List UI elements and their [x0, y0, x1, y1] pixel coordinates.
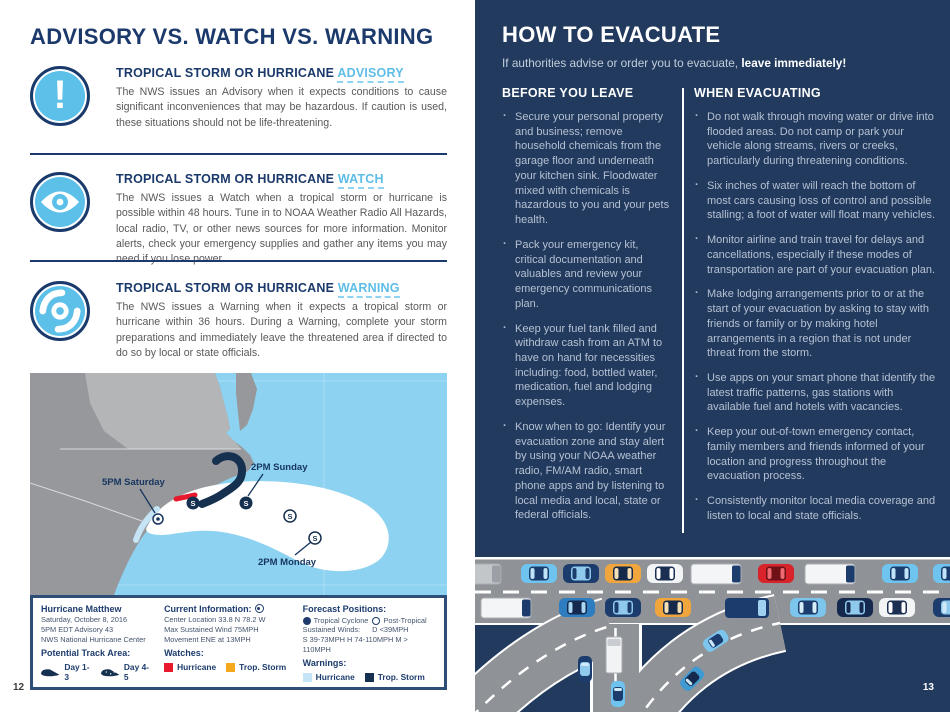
warning-trop-storm-swatch [364, 672, 374, 682]
list-item: Consistently monitor local media coverag… [694, 493, 937, 523]
list-item: Secure your personal property and busine… [502, 109, 670, 228]
section-body: The NWS issues a Warning when it expects… [116, 301, 447, 360]
column-divider [682, 88, 684, 533]
svg-text:S: S [243, 499, 248, 508]
small-truck [605, 636, 623, 674]
virginia-region [85, 373, 241, 449]
hurricane-icon [30, 281, 90, 341]
section-body: The NWS issues an Advisory when it expec… [116, 86, 447, 129]
label-5pm-saturday: 5PM Saturday [102, 477, 166, 488]
current-position-marker [152, 513, 164, 525]
page-how-to-evacuate: HOW TO EVACUATE If authorities advise or… [475, 0, 950, 712]
watch-trop-storm-swatch [226, 662, 236, 672]
page-number-13: 13 [922, 682, 934, 693]
list-item: Make lodging arrangements prior to or at… [694, 286, 937, 361]
map-time-labels: 5PM Saturday 2PM Sunday 2PM Monday [102, 462, 317, 568]
list-item: Keep your out-of-town emergency contact,… [694, 424, 937, 484]
watch-hurricane-swatch [164, 662, 174, 672]
label-leader-lines [139, 473, 312, 556]
watch-term-link: WATCH [337, 172, 384, 189]
section-watch: TROPICAL STORM OR HURRICANE WATCH The NW… [30, 172, 447, 268]
svg-text:S: S [287, 512, 292, 521]
warnings-label: Warnings: [302, 658, 347, 669]
list-item: Six inches of water will reach the botto… [694, 178, 937, 223]
list-item: Use apps on your smart phone that identi… [694, 370, 937, 415]
forecast-map: S S S S 5PM Saturday 2PM Sunday 2PM Mond… [30, 373, 447, 595]
svg-text:S: S [312, 534, 317, 543]
page-title: ADVISORY VS. WATCH VS. WARNING [30, 24, 434, 49]
section-divider [30, 153, 447, 155]
column-header: WHEN EVACUATING [694, 86, 821, 100]
intro-text: If authorities advise or order you to ev… [502, 56, 847, 70]
forecast-position-markers: S S S S [186, 496, 322, 545]
section-heading: TROPICAL STORM OR HURRICANE WATCH [116, 172, 447, 189]
exclamation-icon: ! [30, 66, 90, 126]
warning-term-link: WARNING [337, 281, 400, 298]
list-item: Keep your fuel tank filled and withdraw … [502, 321, 670, 410]
advisory-term-link: ADVISORY [337, 66, 404, 83]
section-body: The NWS issues a Watch when a tropical s… [116, 192, 447, 265]
track-day45-icon [100, 669, 119, 677]
traffic-lane-bottom [480, 597, 950, 619]
page-number-12: 12 [13, 682, 25, 693]
label-2pm-sunday: 2PM Sunday [251, 462, 308, 473]
column-header: BEFORE YOU LEAVE [502, 86, 634, 100]
eye-icon [30, 172, 90, 232]
evacuation-traffic-illustration [475, 557, 950, 712]
tropical-cyclone-icon [302, 616, 311, 625]
section-divider [30, 260, 447, 262]
label-2pm-monday: 2PM Monday [258, 557, 317, 568]
intro-emphasis: leave immediately! [741, 56, 847, 70]
section-warning: TROPICAL STORM OR HURRICANE WARNING The … [30, 281, 447, 361]
list-item: Pack your emergency kit, critical docume… [502, 237, 670, 312]
list-item: Know when to go: Identify your evacuatio… [502, 419, 670, 523]
column-before-you-leave: BEFORE YOU LEAVE Secure your personal pr… [502, 86, 670, 533]
state-borders [30, 448, 241, 522]
list-item: Do not walk through moving water or driv… [694, 109, 937, 169]
hurricane-track-map: S S S S 5PM Saturday 2PM Sunday 2PM Mond… [30, 373, 447, 691]
watches-label: Watches: [164, 648, 204, 659]
current-info-label: Current Information: [164, 604, 252, 614]
list-item: Monitor airline and train travel for del… [694, 232, 937, 277]
before-you-leave-list: Secure your personal property and busine… [502, 109, 670, 523]
storm-name: Hurricane Matthew [41, 604, 122, 614]
section-advisory: ! TROPICAL STORM OR HURRICANE ADVISORY T… [30, 66, 447, 131]
warning-hurricane-swatch [302, 672, 312, 682]
section-heading: TROPICAL STORM OR HURRICANE WARNING [116, 281, 447, 298]
page-advisory-watch-warning: ADVISORY VS. WATCH VS. WARNING ! TROPICA… [13, 24, 447, 693]
forecast-positions-label: Forecast Positions: [302, 604, 387, 614]
svg-text:S: S [190, 499, 195, 508]
section-heading: TROPICAL STORM OR HURRICANE ADVISORY [116, 66, 447, 83]
page-title: HOW TO EVACUATE [502, 22, 721, 47]
map-legend: Hurricane Matthew Saturday, October 8, 2… [30, 595, 447, 691]
trop-storm-warning-band [198, 452, 247, 508]
track-day13-icon [41, 669, 60, 677]
column-when-evacuating: WHEN EVACUATING Do not walk through movi… [694, 86, 937, 534]
current-position-icon [254, 604, 264, 613]
van [725, 598, 769, 618]
track-area-label: Potential Track Area: [41, 648, 131, 659]
hurricane-watch-band [173, 492, 198, 502]
traffic-ramps [578, 627, 731, 707]
when-evacuating-list: Do not walk through moving water or driv… [694, 109, 937, 524]
post-tropical-icon [372, 616, 381, 625]
highway-ramps [475, 594, 787, 712]
delmarva-peninsula [236, 373, 257, 431]
